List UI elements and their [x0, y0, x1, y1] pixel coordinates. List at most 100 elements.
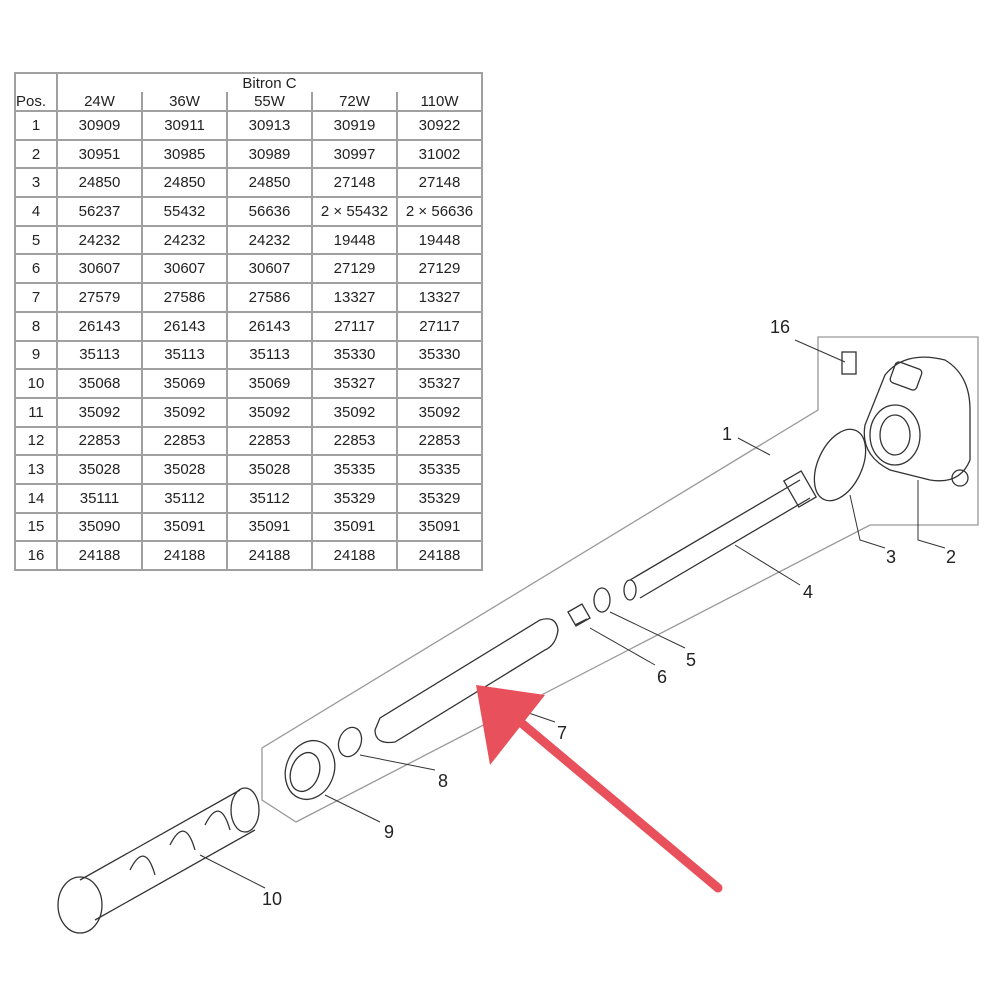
part-number-cell: 35335	[311, 454, 398, 485]
pos-cell: 12	[14, 425, 58, 457]
callout-2: 2	[946, 547, 956, 567]
pos-cell: 13	[14, 454, 58, 485]
part-number-cell: 35092	[396, 396, 483, 428]
column-header-36w: 36W	[141, 92, 228, 111]
part-number-cell: 35092	[141, 396, 228, 428]
part-number-cell: 30989	[226, 138, 313, 170]
pos-cell: 1	[14, 110, 58, 141]
pos-cell: 14	[14, 482, 58, 514]
callout-1: 1	[722, 424, 732, 444]
part-number-cell: 30997	[311, 138, 398, 170]
callout-16: 16	[770, 317, 790, 337]
part-number-cell: 35327	[311, 368, 398, 399]
part-number-cell: 35068	[56, 368, 143, 399]
part-number-cell: 35113	[56, 339, 143, 371]
part-number-cell: 56636	[226, 196, 313, 227]
part-number-cell: 24232	[141, 224, 228, 256]
part-number-cell: 35327	[396, 368, 483, 399]
part-number-cell: 35091	[141, 511, 228, 543]
part-number-cell: 19448	[311, 224, 398, 256]
part-number-cell: 35330	[396, 339, 483, 371]
part-number-cell: 30919	[311, 110, 398, 141]
holder-part-6	[567, 603, 591, 627]
part-number-cell: 24232	[226, 224, 313, 256]
part-number-cell: 35090	[56, 511, 143, 543]
callout-4: 4	[803, 582, 813, 602]
part-number-cell: 24232	[56, 224, 143, 256]
pos-cell: 5	[14, 224, 58, 256]
part-number-cell: 13327	[396, 282, 483, 313]
part-number-cell: 30607	[141, 253, 228, 285]
ring-part-5	[593, 587, 611, 613]
part-number-cell: 27117	[396, 310, 483, 342]
part-number-cell: 22853	[396, 425, 483, 457]
column-header-24w: 24W	[56, 92, 143, 111]
part-number-cell: 24850	[141, 167, 228, 199]
part-number-cell: 35113	[226, 339, 313, 371]
part-number-cell: 35028	[226, 454, 313, 485]
part-number-cell: 27148	[396, 167, 483, 199]
part-number-cell: 35091	[226, 511, 313, 543]
part-number-cell: 35028	[56, 454, 143, 485]
assembly-frame	[261, 336, 979, 823]
part-number-cell: 27586	[141, 282, 228, 313]
pos-cell: 16	[14, 540, 58, 571]
column-header-55w: 55W	[226, 92, 313, 111]
part-number-cell: 27117	[311, 310, 398, 342]
part-number-cell: 27148	[311, 167, 398, 199]
part-number-cell: 30951	[56, 138, 143, 170]
part-number-cell: 2 × 56636	[396, 196, 483, 227]
part-number-cell: 24188	[396, 540, 483, 571]
part-number-cell: 35092	[56, 396, 143, 428]
part-number-cell: 26143	[226, 310, 313, 342]
lamp-part-4	[623, 470, 818, 601]
part-number-cell: 24850	[226, 167, 313, 199]
o-ring-part-8	[337, 726, 363, 758]
part-number-cell: 26143	[141, 310, 228, 342]
callout-8: 8	[438, 771, 448, 791]
part-number-cell: 26143	[56, 310, 143, 342]
pos-header-top	[14, 72, 58, 92]
part-number-cell: 27586	[226, 282, 313, 313]
part-number-cell: 35112	[141, 482, 228, 514]
pos-cell: 4	[14, 196, 58, 227]
part-number-cell: 35069	[226, 368, 313, 399]
part-number-cell: 31002	[396, 138, 483, 170]
callout-labels: 16 1 2 3 4 5 6 7 8 9 10	[262, 317, 956, 909]
part-number-cell: 22853	[311, 425, 398, 457]
part-number-cell: 35091	[396, 511, 483, 543]
part-number-cell: 35335	[396, 454, 483, 485]
part-number-cell: 27579	[56, 282, 143, 313]
o-ring-part-3	[813, 428, 867, 502]
part-number-cell: 24188	[141, 540, 228, 571]
part-number-cell: 30909	[56, 110, 143, 141]
pos-cell: 11	[14, 396, 58, 428]
part-number-cell: 30913	[226, 110, 313, 141]
part-number-cell: 30607	[56, 253, 143, 285]
pos-cell: 2	[14, 138, 58, 170]
pos-header: Pos.	[14, 92, 58, 111]
part-number-cell: 13327	[311, 282, 398, 313]
part-number-cell: 24188	[311, 540, 398, 571]
part-number-cell: 30911	[141, 110, 228, 141]
part-number-cell: 35092	[226, 396, 313, 428]
part-number-cell: 35111	[56, 482, 143, 514]
part-number-cell: 35092	[311, 396, 398, 428]
part-number-cell: 30985	[141, 138, 228, 170]
pos-cell: 10	[14, 368, 58, 399]
part-number-cell: 22853	[56, 425, 143, 457]
pos-cell: 9	[14, 339, 58, 371]
quartz-glass-part-7	[374, 618, 559, 744]
part-number-cell: 35329	[396, 482, 483, 514]
